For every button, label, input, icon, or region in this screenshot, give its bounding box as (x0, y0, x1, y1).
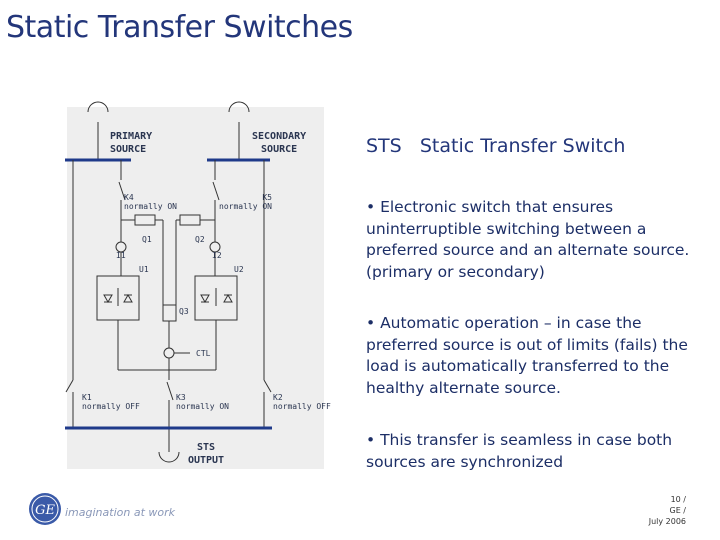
k2-switch (263, 379, 272, 393)
primary-source-symbol (87, 101, 109, 113)
output-label: STS OUTPUT (187, 442, 225, 466)
q1-fuse (134, 214, 156, 226)
footer-info: 10 / GE / July 2006 (649, 494, 686, 527)
u1-label: U1 (139, 265, 149, 274)
svg-text:GE: GE (35, 503, 55, 518)
logo-tagline: imagination at work (65, 506, 175, 519)
u2-label: U2 (234, 265, 244, 274)
q3-fuse (162, 304, 177, 322)
k1-switch (65, 379, 74, 393)
i1-label: I1 (116, 251, 126, 260)
sts-heading: STS Static Transfer Switch (366, 135, 626, 157)
secondary-source-symbol (228, 101, 250, 113)
q2-label: Q2 (195, 235, 205, 244)
ctl-label: CTL (196, 349, 211, 358)
k3-label: K3 normally ON (176, 393, 229, 411)
bullet-1: • Electronic switch that ensures uninter… (366, 198, 690, 281)
k2-label: K2 normally OFF (273, 393, 331, 411)
primary-source-label: PRIMARY SOURCE (110, 131, 153, 155)
q2-fuse (179, 214, 201, 226)
ge-logo: GE (28, 492, 62, 530)
bullet-2: • Automatic operation – in case the pref… (366, 314, 688, 397)
company: GE / (669, 506, 687, 515)
k3-switch (166, 381, 174, 401)
k5-switch (212, 181, 220, 201)
k1-label: K1 normally OFF (82, 393, 140, 411)
q1-label: Q1 (142, 235, 152, 244)
k4-label: K4 normally ON (124, 193, 177, 211)
secondary-source-label: SECONDARY SOURCE (252, 131, 307, 155)
page-title: Static Transfer Switches (6, 10, 353, 45)
k4-switch (118, 181, 126, 201)
i2-label: I2 (212, 251, 222, 260)
page-number: 10 / (670, 495, 686, 504)
q3-label: Q3 (179, 307, 189, 316)
output-symbol (158, 451, 180, 463)
bullet-3: • This transfer is seamless in case both… (366, 431, 673, 471)
k5-label: K5 normally ON (219, 193, 272, 211)
date: July 2006 (648, 517, 686, 526)
ctl-sensor (163, 347, 175, 359)
